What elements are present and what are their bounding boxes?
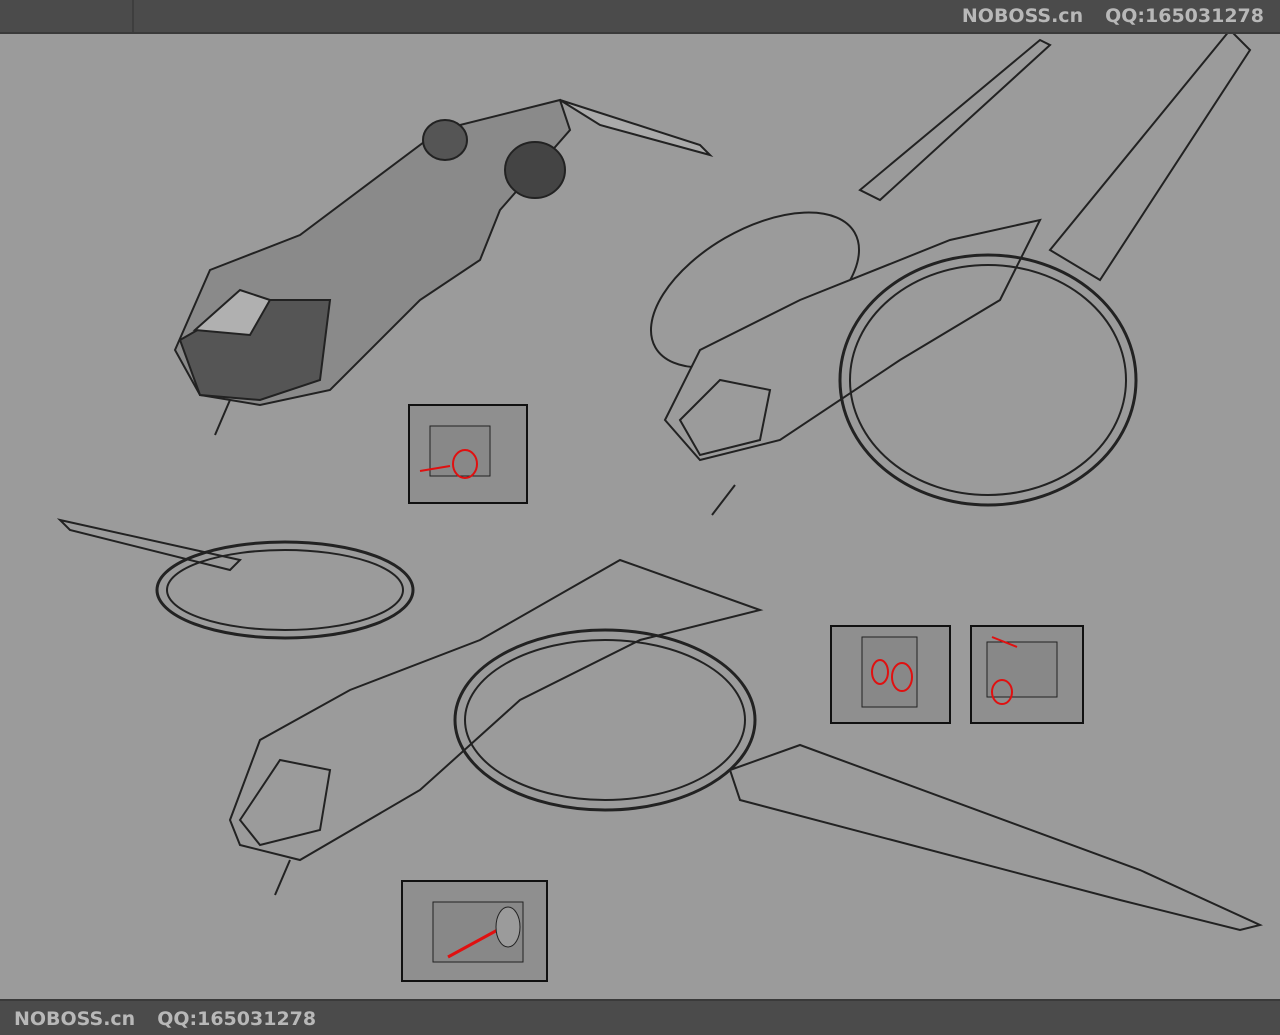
divider [132, 0, 134, 32]
lineart-aircraft-right [649, 34, 1252, 516]
bottom-watermark-bar: NOBOSS.cn QQ:165031278 [0, 999, 1280, 1035]
watermark-bottom: NOBOSS.cn QQ:165031278 [14, 1008, 316, 1030]
shaded-aircraft [173, 98, 714, 436]
detail-sketch-4 [432, 901, 524, 963]
detail-inset-4 [401, 880, 548, 982]
watermark-qq: QQ:165031278 [157, 1008, 317, 1030]
lineart-aircraft-bottom [56, 518, 1264, 932]
detail-sketch-2 [861, 636, 918, 708]
aircraft-concept-sketches [56, 34, 1264, 932]
detail-sketch-3 [986, 636, 1058, 705]
detail-inset-2 [830, 625, 951, 724]
watermark-qq: QQ:165031278 [1105, 5, 1264, 27]
watermark-site: NOBOSS.cn [14, 1008, 136, 1030]
watermark-top: NOBOSS.cn QQ:165031278 [962, 5, 1264, 27]
detail-inset-1 [408, 404, 528, 504]
watermark-site: NOBOSS.cn [961, 5, 1084, 27]
detail-sketch-1 [419, 425, 491, 479]
detail-inset-3 [970, 625, 1084, 724]
top-watermark-bar: NOBOSS.cn QQ:165031278 [0, 0, 1280, 34]
